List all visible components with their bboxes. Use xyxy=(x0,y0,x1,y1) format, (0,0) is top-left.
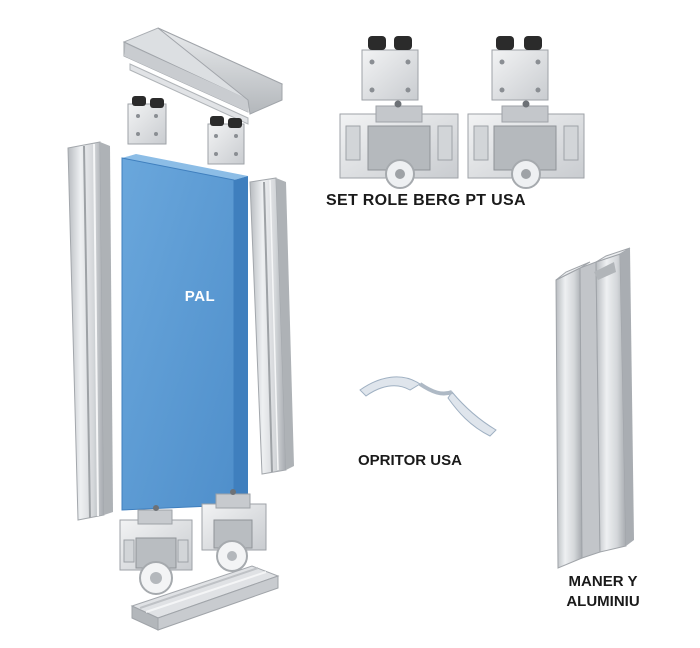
roller-set-label: SET ROLE BERG PT USA xyxy=(326,192,526,209)
handle-label-line2: ALUMINIU xyxy=(566,593,640,610)
door-stop-label: OPRITOR USA xyxy=(358,452,462,469)
pal-panel xyxy=(121,154,248,511)
left-side-profile xyxy=(67,141,113,521)
top-hanger-right xyxy=(207,116,245,165)
bottom-roller-right xyxy=(201,489,267,572)
roller-set-hanger-right xyxy=(491,36,549,101)
roller-set-hanger-left xyxy=(361,36,419,101)
y-aluminum-handle xyxy=(555,247,634,569)
top-hanger-left xyxy=(127,96,167,145)
roller-set-carriage-right xyxy=(467,100,585,189)
handle-label: MANER Y ALUMINIU xyxy=(548,572,658,612)
roller-set-carriage-left xyxy=(339,100,459,189)
door-stop-clip xyxy=(359,376,497,437)
handle-label-line1: MANER Y xyxy=(568,573,638,590)
bottom-rail xyxy=(130,565,280,631)
top-rail xyxy=(122,27,284,125)
bottom-roller-left xyxy=(119,505,193,595)
pal-label: PAL xyxy=(184,288,216,305)
right-side-profile xyxy=(249,177,294,475)
